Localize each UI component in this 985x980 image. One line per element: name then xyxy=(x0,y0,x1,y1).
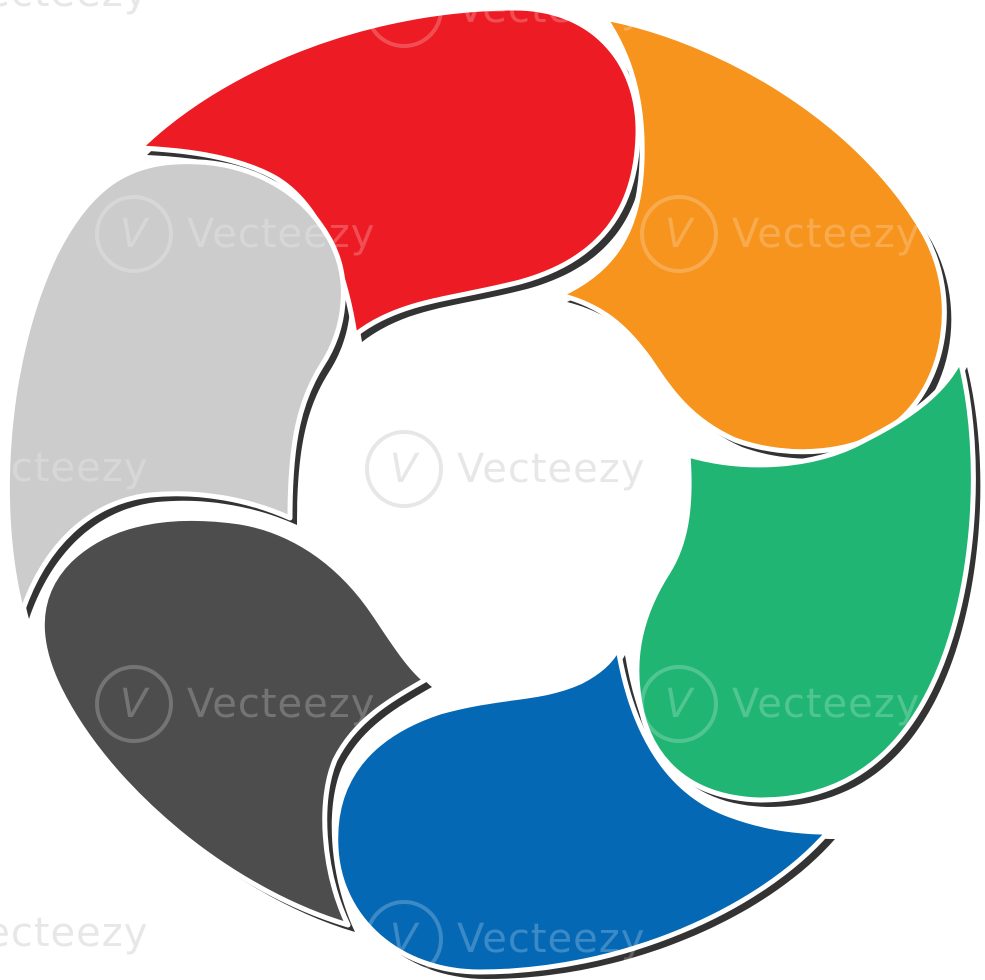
segment-light-gray xyxy=(4,159,346,615)
segments xyxy=(4,5,976,975)
segment-orange xyxy=(557,15,947,455)
segment-blue xyxy=(333,645,831,975)
segment-dark-gray xyxy=(39,515,428,928)
segment-red xyxy=(137,5,641,338)
segment-green xyxy=(634,357,976,803)
